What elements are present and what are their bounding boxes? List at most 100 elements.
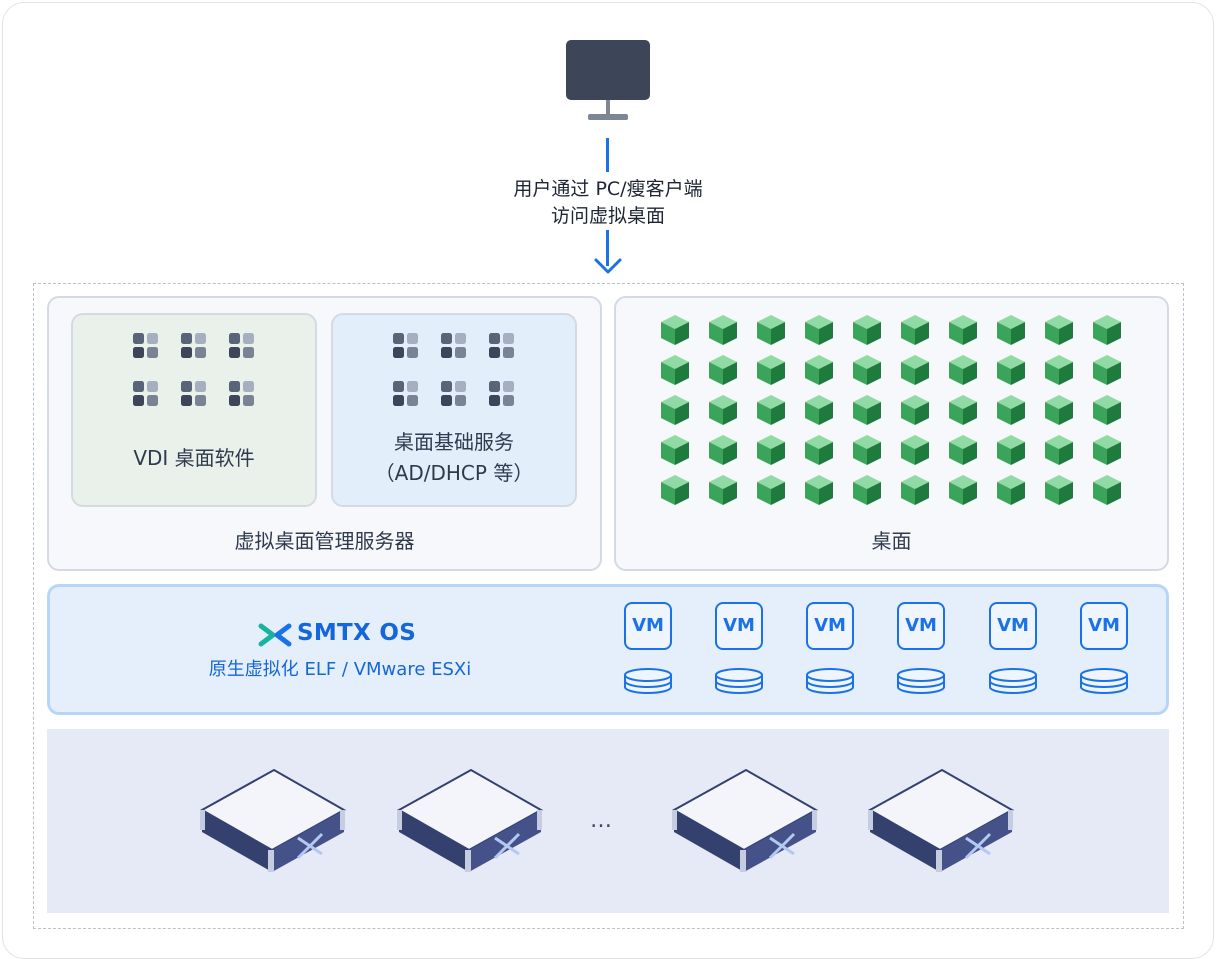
base-services-label-line2: （AD/DHCP 等）	[374, 461, 534, 485]
desktops-label: 桌面	[871, 529, 912, 553]
app-grid-icon	[441, 381, 467, 407]
vdi-software-label: VDI 桌面软件	[133, 446, 255, 470]
app-grid-icon	[181, 333, 207, 359]
app-grid-icon	[133, 381, 159, 407]
vdi-software-box: VDI 桌面软件	[71, 313, 317, 507]
desktop-cube-icon	[708, 314, 738, 346]
desktop-cube-icon	[852, 354, 882, 386]
app-grid-icon	[393, 333, 419, 359]
desktop-cube-icon	[900, 394, 930, 426]
desktop-cube-icon	[1044, 474, 1074, 506]
app-grid-icon	[229, 333, 255, 359]
app-grid-icon	[181, 381, 207, 407]
access-arrow-line-top	[606, 138, 609, 172]
server-ellipsis: …	[590, 808, 614, 833]
desktop-cube-icon	[948, 434, 978, 466]
app-grid-icon	[229, 381, 255, 407]
smtx-os-layer	[47, 584, 1169, 715]
desktop-cube-grid	[660, 314, 1130, 506]
desktop-cube-icon	[756, 314, 786, 346]
desktop-cube-icon	[756, 394, 786, 426]
app-grid-icon	[441, 333, 467, 359]
desktop-cube-icon	[804, 394, 834, 426]
desktop-cube-icon	[852, 474, 882, 506]
disk-icon	[623, 667, 673, 695]
disk-icon	[988, 667, 1038, 695]
vdi-app-icons	[133, 333, 263, 413]
desktop-cube-icon	[996, 394, 1026, 426]
desktop-cube-icon	[1092, 354, 1122, 386]
smtx-os-subtitle: 原生虚拟化 ELF / VMware ESXi	[208, 659, 472, 680]
desktop-cube-icon	[1092, 434, 1122, 466]
app-grid-icon	[393, 381, 419, 407]
desktop-cube-icon	[852, 314, 882, 346]
desktop-cube-icon	[756, 474, 786, 506]
desktop-cube-icon	[1044, 354, 1074, 386]
access-caption-line2: 访问虚拟桌面	[550, 205, 665, 227]
desktop-cube-icon	[996, 354, 1026, 386]
vm-box: VM	[897, 602, 945, 650]
disk-icon	[714, 667, 764, 695]
server-icon	[198, 768, 348, 876]
disk-icon	[1079, 667, 1129, 695]
smtx-os-title: SMTX OS	[297, 620, 417, 646]
desktop-cube-icon	[660, 434, 690, 466]
desktop-cube-icon	[1092, 394, 1122, 426]
desktop-cube-icon	[900, 314, 930, 346]
app-grid-icon	[489, 333, 515, 359]
desktop-cube-icon	[948, 354, 978, 386]
arrow-down-icon	[594, 258, 622, 274]
app-grid-icon	[489, 381, 515, 407]
desktop-cube-icon	[1092, 314, 1122, 346]
desktop-cube-icon	[1092, 474, 1122, 506]
disk-icon	[805, 667, 855, 695]
desktops-panel: 桌面	[614, 296, 1169, 571]
desktop-cube-icon	[996, 474, 1026, 506]
desktop-cube-icon	[852, 434, 882, 466]
monitor-icon	[566, 40, 650, 120]
desktop-cube-icon	[804, 474, 834, 506]
desktop-cube-icon	[948, 314, 978, 346]
management-server-label: 虚拟桌面管理服务器	[234, 529, 415, 553]
desktop-cube-icon	[660, 474, 690, 506]
desktop-cube-icon	[708, 354, 738, 386]
disk-icon	[896, 667, 946, 695]
vm-box: VM	[1080, 602, 1128, 650]
access-caption-line1: 用户通过 PC/瘦客户端	[513, 178, 703, 200]
desktop-cube-icon	[660, 314, 690, 346]
server-icon	[395, 768, 545, 876]
desktop-cube-icon	[708, 474, 738, 506]
access-caption: 用户通过 PC/瘦客户端 访问虚拟桌面	[470, 176, 746, 230]
desktop-cube-icon	[804, 434, 834, 466]
vm-box: VM	[989, 602, 1037, 650]
desktop-cube-icon	[804, 314, 834, 346]
base-services-app-icons	[393, 333, 523, 413]
desktop-cube-icon	[1044, 314, 1074, 346]
desktop-cube-icon	[948, 474, 978, 506]
smtx-logo-icon	[258, 623, 292, 647]
desktop-cube-icon	[948, 394, 978, 426]
desktop-cube-icon	[804, 354, 834, 386]
base-services-label-line1: 桌面基础服务	[394, 430, 514, 454]
access-arrow-line-bottom	[606, 230, 609, 266]
desktop-cube-icon	[852, 394, 882, 426]
desktop-cube-icon	[708, 394, 738, 426]
desktop-cube-icon	[756, 434, 786, 466]
server-icon	[670, 768, 820, 876]
desktop-cube-icon	[660, 394, 690, 426]
app-grid-icon	[133, 333, 159, 359]
desktop-cube-icon	[900, 354, 930, 386]
vm-box: VM	[715, 602, 763, 650]
desktop-cube-icon	[708, 434, 738, 466]
desktop-cube-icon	[900, 474, 930, 506]
desktop-cube-icon	[1044, 434, 1074, 466]
desktop-cube-icon	[900, 434, 930, 466]
desktop-cube-icon	[756, 354, 786, 386]
base-services-box: 桌面基础服务 （AD/DHCP 等）	[331, 313, 577, 507]
vm-box: VM	[806, 602, 854, 650]
system-boundary	[33, 283, 1184, 929]
vm-box: VM	[624, 602, 672, 650]
desktop-cube-icon	[660, 354, 690, 386]
server-icon	[866, 768, 1016, 876]
desktop-cube-icon	[996, 314, 1026, 346]
